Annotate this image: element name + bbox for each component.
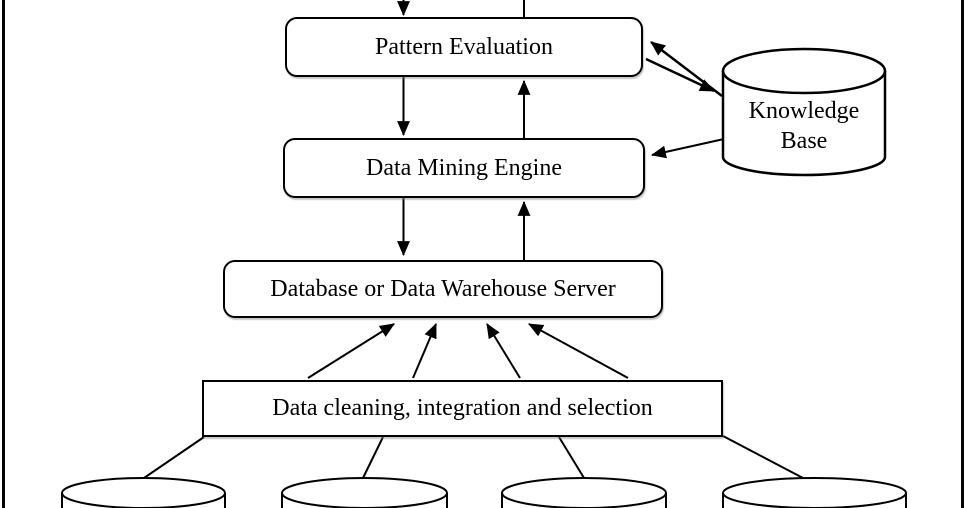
data-cleaning-node: Data cleaning, integration and selection: [202, 380, 723, 437]
data-source-cylinder-1: [61, 477, 226, 508]
frame-right-border: [961, 0, 964, 508]
frame-left-border: [2, 0, 5, 508]
data-mining-engine-label: Data Mining Engine: [366, 154, 562, 181]
line-cleaning-to-source-4: [722, 435, 804, 479]
arrow-cleaning-to-server-3: [486, 323, 521, 379]
data-source-cylinder-3: [501, 477, 667, 508]
pattern-evaluation-label: Pattern Evaluation: [375, 33, 553, 60]
arrow-knowledge-base-to-data-mining-engine: [650, 138, 725, 159]
line-cleaning-to-source-2: [362, 436, 384, 479]
knowledge-base-label-line1: Knowledge: [748, 98, 860, 124]
data-mining-engine-node: Data Mining Engine: [283, 138, 645, 198]
line-cleaning-to-source-3: [558, 436, 585, 479]
data-source-cylinder-2: [281, 477, 448, 508]
knowledge-base-label: Knowledge Base: [723, 97, 885, 156]
data-source-cylinder-4: [722, 477, 907, 508]
database-server-label: Database or Data Warehouse Server: [270, 275, 616, 302]
line-cleaning-to-source-1: [143, 436, 205, 479]
knowledge-base-cylinder: [721, 47, 887, 177]
arrow-cleaning-to-server-4: [528, 323, 629, 379]
knowledge-base-label-line2: Base: [780, 127, 828, 154]
arrow-pattern-evaluation-to-knowledge-base: [645, 57, 715, 93]
database-server-node: Database or Data Warehouse Server: [223, 260, 663, 318]
arrow-cleaning-to-server-2: [412, 323, 437, 379]
data-cleaning-label: Data cleaning, integration and selection: [272, 395, 653, 422]
pattern-evaluation-node: Pattern Evaluation: [285, 17, 643, 77]
arrow-knowledge-base-to-pattern-evaluation: [650, 41, 723, 97]
arrow-cleaning-to-server-1: [307, 323, 395, 379]
